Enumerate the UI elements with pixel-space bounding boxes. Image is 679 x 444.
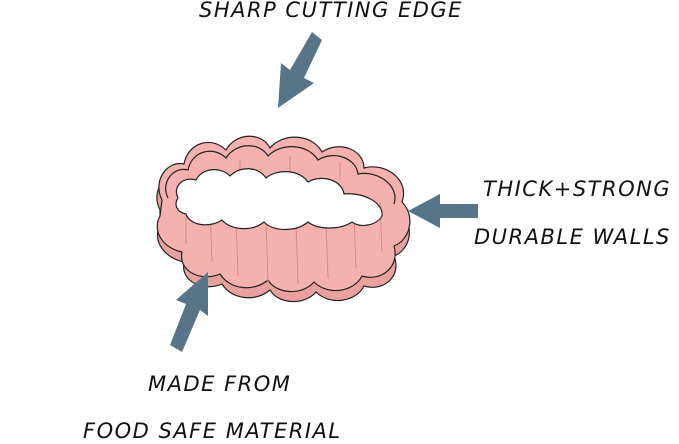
cutter-top-rim xyxy=(165,145,396,205)
cutter-inner-opening xyxy=(175,168,383,231)
callout-thick-strong: THICK+STRONG xyxy=(483,177,672,201)
arrow-icon-bottom xyxy=(170,272,208,352)
callout-made-from: MADE FROM xyxy=(148,372,292,396)
arrow-icon-top xyxy=(278,32,322,108)
arrow-icon-right xyxy=(408,194,478,228)
callout-sharp-edge: SHARP CUTTING EDGE xyxy=(199,0,463,22)
callout-food-safe: FOOD SAFE MATERIAL xyxy=(83,419,342,443)
cookie-cutter-icon xyxy=(156,135,411,303)
callout-durable-walls: DURABLE WALLS xyxy=(474,225,671,249)
